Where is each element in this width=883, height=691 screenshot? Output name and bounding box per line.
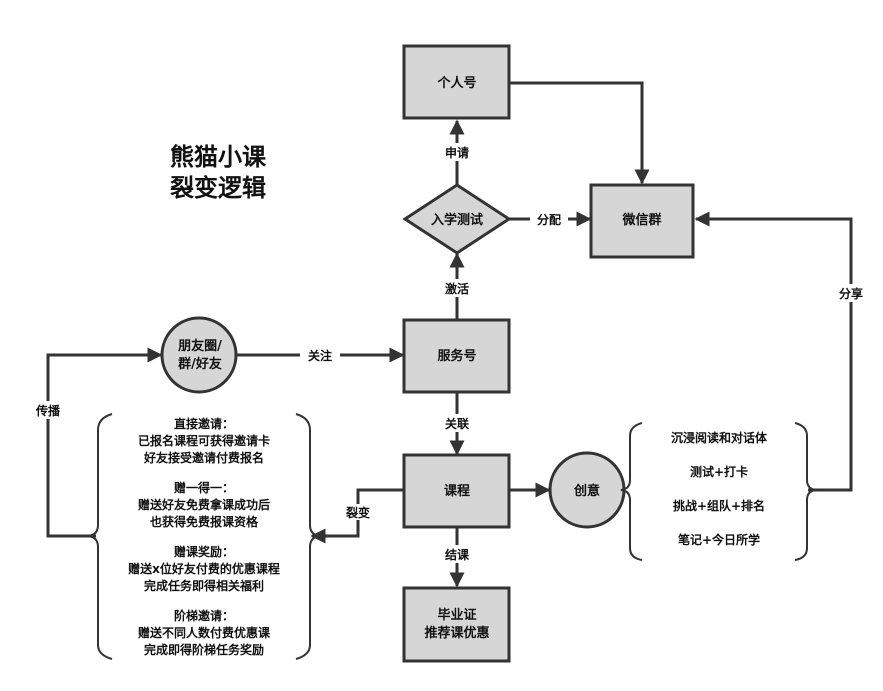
- edge-link-label: 关联: [445, 416, 469, 431]
- node-certificate-label-2: 推荐课优惠: [424, 625, 489, 641]
- node-moments: 朋友圈/ 群/好友: [160, 316, 238, 394]
- note-bogo-line-1: 赠送好友免费拿课成功后: [138, 497, 270, 512]
- note-reward-line-2: 完成任务即得相关福利: [144, 578, 264, 593]
- node-wechat-group-label: 微信群: [621, 212, 661, 228]
- diagram-title: 熊猫小课 裂变逻辑: [170, 143, 267, 202]
- left-notes: 直接邀请： 已报名课程可获得邀请卡 好友接受邀请付费报名 赠一得一： 赠送好友免…: [87, 413, 321, 660]
- right-note-3: 挑战+组队+排名: [673, 498, 765, 513]
- node-test: 入学测试: [402, 183, 512, 255]
- node-personal-label: 个人号: [436, 75, 476, 91]
- node-service: 服务号: [402, 318, 511, 394]
- node-certificate-label-1: 毕业证: [437, 607, 476, 623]
- note-reward-line-1: 赠送x位好友付费的优惠课程: [128, 561, 280, 576]
- right-notes: 沉浸阅读和对话体 测试+打卡 挑战+组队+排名 笔记+今日所学: [620, 422, 817, 561]
- title-line-2: 裂变逻辑: [170, 174, 266, 202]
- left-brace-open: [87, 413, 113, 660]
- node-service-label: 服务号: [437, 348, 476, 364]
- edge-follow-label: 关注: [308, 348, 332, 363]
- node-moments-label-1: 朋友圈/: [177, 338, 222, 354]
- note-reward-title: 赠课奖励：: [174, 544, 234, 559]
- node-creative: 创意: [548, 451, 626, 529]
- node-test-label: 入学测试: [431, 212, 483, 228]
- node-wechat-group: 微信群: [589, 183, 695, 259]
- edge-share: [694, 211, 853, 492]
- edge-spread: [46, 347, 163, 538]
- note-bogo-line-2: 也获得免费报课资格: [150, 514, 259, 529]
- node-course-label: 课程: [444, 484, 470, 499]
- note-direct-title: 直接邀请：: [174, 416, 234, 431]
- edge-spread-label: 传播: [35, 403, 61, 418]
- edge-fission-label: 裂变: [345, 505, 370, 520]
- title-line-1: 熊猫小课: [170, 143, 267, 171]
- note-direct-line-2: 好友接受邀请付费报名: [143, 450, 264, 465]
- edge-graduate-label: 结课: [445, 547, 470, 562]
- edge-assign-label: 分配: [537, 212, 561, 227]
- edge-share-label: 分享: [839, 286, 863, 301]
- edge-labels: 申请 分配 激活 关注 关联 结课 裂变 传播 分享: [28, 143, 871, 563]
- note-bogo-title: 赠一得一：: [174, 480, 234, 495]
- node-personal: 个人号: [402, 44, 511, 120]
- edge-activate-label: 激活: [445, 281, 469, 296]
- node-certificate: 毕业证 推荐课优惠: [402, 586, 511, 663]
- note-ladder-line-1: 赠送不同人数付费优惠课: [138, 625, 271, 640]
- node-course: 课程: [402, 453, 511, 529]
- node-moments-label-2: 群/好友: [178, 356, 222, 372]
- right-brace-open: [620, 422, 643, 561]
- note-ladder-line-2: 完成即得阶梯任务奖励: [144, 642, 264, 657]
- right-note-1: 沉浸阅读和对话体: [671, 430, 768, 445]
- left-brace-close: [295, 413, 321, 660]
- note-direct-line-1: 已报名课程可获得邀请卡: [138, 433, 270, 448]
- edge-personal-to-group: [509, 81, 650, 185]
- node-creative-label: 创意: [573, 483, 600, 499]
- right-brace-close: [794, 422, 817, 561]
- right-note-4: 笔记+今日所学: [678, 532, 760, 547]
- edge-apply-label: 申请: [445, 145, 469, 160]
- note-ladder-title: 阶梯邀请：: [174, 608, 234, 623]
- right-note-2: 测试+打卡: [690, 464, 748, 479]
